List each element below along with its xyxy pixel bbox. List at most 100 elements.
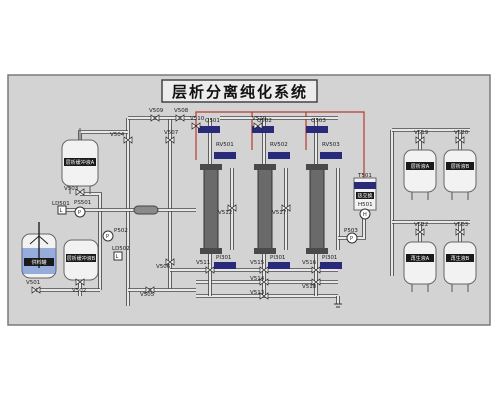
- tank-eluent-b[interactable]: 层析液B: [443, 149, 477, 200]
- column-2[interactable]: [254, 164, 276, 254]
- valve-icon: [205, 266, 215, 274]
- valve-v509[interactable]: V509: [149, 108, 164, 122]
- valve-icon: [150, 114, 160, 122]
- inline-filter[interactable]: [133, 205, 159, 215]
- svg-text:L: L: [60, 208, 63, 214]
- valve-label: V517: [272, 210, 287, 216]
- valve-label: V519: [414, 130, 429, 136]
- valve-label: V522: [414, 222, 428, 228]
- valve-label: V503: [454, 222, 469, 228]
- heater-symbol[interactable]: H: [359, 208, 371, 220]
- valve-label: V512: [218, 210, 232, 216]
- instrument-rv502[interactable]: RV502: [268, 142, 290, 159]
- valve-v513[interactable]: V513: [250, 290, 269, 300]
- rv502-label: RV502: [270, 142, 288, 148]
- valve-v510[interactable]: V510: [190, 116, 205, 130]
- valve-icon: [311, 266, 321, 274]
- tank-buffer-b[interactable]: 层析缓冲液B: [63, 239, 99, 281]
- valve-v517[interactable]: V517: [272, 204, 291, 216]
- valve-v512[interactable]: V512: [218, 204, 237, 216]
- level-sensor-ld501[interactable]: L LD501: [52, 201, 70, 215]
- valve-label: V502: [72, 288, 86, 294]
- instrument-q503[interactable]: Q503: [306, 118, 328, 133]
- valve-icon: [281, 204, 291, 212]
- pump-ps501[interactable]: P PS501: [74, 200, 91, 218]
- valve-label: V508: [174, 108, 189, 114]
- valve-label: V504: [110, 132, 125, 138]
- tank-eluent-a[interactable]: 层析液A: [403, 149, 437, 200]
- pi3-label: PI301: [322, 255, 337, 261]
- valve-v503[interactable]: V503: [454, 222, 469, 236]
- instrument-rv503[interactable]: RV503: [320, 142, 342, 159]
- tank-regen-b-label: 再生液B: [451, 255, 470, 262]
- valve-v506[interactable]: V506: [156, 258, 175, 270]
- valve-icon: [227, 204, 237, 212]
- tank-regen-a[interactable]: 再生液A: [403, 241, 437, 292]
- valve-v508[interactable]: V508: [174, 108, 189, 122]
- valve-label: V510: [190, 116, 205, 122]
- valve-v518[interactable]: V518: [302, 278, 321, 290]
- valve-v501[interactable]: V501: [26, 280, 41, 294]
- instrument-rv501[interactable]: RV501: [214, 142, 236, 159]
- valve-v515[interactable]: V515: [250, 260, 269, 274]
- valve-v522[interactable]: V522: [414, 222, 428, 236]
- instrument-t501[interactable]: T501: [354, 173, 376, 189]
- valve-v511[interactable]: V511: [196, 260, 215, 274]
- tank-eluent-b-label: 层析液B: [451, 163, 470, 170]
- valve-v502[interactable]: V502: [72, 278, 86, 294]
- valve-label: V515: [250, 260, 265, 266]
- valve-v505[interactable]: V505: [140, 286, 155, 298]
- pump-p502[interactable]: P P502: [102, 228, 128, 242]
- ld501-label: LD501: [52, 201, 70, 207]
- instrument-q502[interactable]: Q502: [252, 118, 274, 133]
- tank-regen-b[interactable]: 再生液B: [443, 241, 477, 292]
- valve-label: V501: [26, 280, 40, 286]
- instrument-pi1[interactable]: PI301: [214, 255, 236, 269]
- valve-label: V506: [156, 264, 171, 270]
- valve-icon: [259, 292, 269, 300]
- valve-label: V514: [250, 276, 265, 282]
- valve-label: V505: [140, 292, 155, 298]
- valve-v503[interactable]: V503: [64, 186, 85, 196]
- q503-label: Q503: [311, 118, 326, 124]
- drain-icon: [334, 303, 342, 308]
- p503-label: P503: [344, 228, 358, 234]
- valve-v504[interactable]: V504: [110, 132, 133, 144]
- q501-label: Q501: [205, 118, 220, 124]
- instrument-pi3[interactable]: PI301: [320, 255, 342, 269]
- valve-v519[interactable]: V519: [414, 130, 429, 144]
- valve-v514[interactable]: V514: [250, 276, 269, 286]
- svg-text:H: H: [363, 212, 367, 218]
- valve-label: V511: [196, 260, 210, 266]
- valve-v520[interactable]: V520: [454, 130, 469, 144]
- level-sensor-ld502[interactable]: L LD502: [112, 246, 130, 261]
- valve-icon: [165, 258, 175, 266]
- valve-v507[interactable]: V507: [164, 130, 179, 144]
- tank-buffer-a[interactable]: 层析缓冲液A: [61, 128, 99, 194]
- valve-icon: [311, 278, 321, 286]
- pi2-label: PI301: [270, 255, 285, 261]
- valve-icon: [415, 136, 425, 144]
- valve-icon: [31, 286, 41, 294]
- rv503-label: RV503: [322, 142, 340, 148]
- column-3[interactable]: [306, 164, 328, 254]
- svg-text:P: P: [78, 210, 81, 216]
- instrument-q501[interactable]: Q501: [198, 118, 220, 133]
- valve-label: V516: [302, 260, 317, 266]
- valve-icon: [123, 136, 133, 144]
- valve-label: V513: [250, 290, 265, 296]
- h501-label: H501: [358, 202, 373, 208]
- valve-icon: [191, 122, 201, 130]
- valve-icon: [175, 114, 185, 122]
- valve-v519[interactable]: V519: [252, 116, 267, 130]
- valve-v516[interactable]: V516: [302, 260, 321, 274]
- instrument-pi2[interactable]: PI301: [268, 255, 290, 269]
- column-1[interactable]: [200, 164, 222, 254]
- pump-p503[interactable]: P P503: [344, 228, 358, 244]
- svg-text:L: L: [116, 254, 119, 260]
- tank-buffer-a-label: 层析缓冲液A: [66, 159, 95, 166]
- svg-text:P: P: [106, 234, 109, 240]
- rv501-label: RV501: [216, 142, 234, 148]
- tank-feed[interactable]: 供料罐: [21, 222, 57, 279]
